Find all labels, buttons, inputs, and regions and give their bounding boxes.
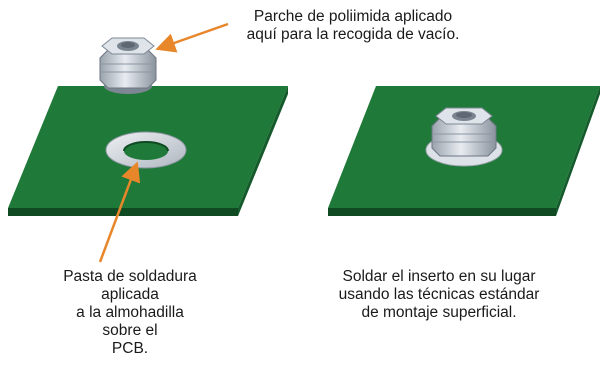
floating-insert <box>99 37 157 94</box>
callout-line: de montaje superficial. <box>361 304 517 321</box>
callout-line: aplicada <box>101 286 159 303</box>
callout-solder-insert: Soldar el inserto en su lugar usando las… <box>308 268 570 322</box>
callout-line: a la almohadilla <box>76 304 184 321</box>
callout-line: usando las técnicas estándar <box>338 286 540 303</box>
callout-line: sobre el <box>102 322 158 339</box>
solder-paste-ring <box>105 131 187 169</box>
callout-line: Pasta de soldadura <box>63 268 197 285</box>
callout-line: Soldar el inserto en su lugar <box>342 268 536 285</box>
callout-line: aquí para la recogida de vacío. <box>246 26 460 43</box>
callout-arrow-top <box>155 22 229 53</box>
callout-solder-paste: Pasta de soldadura aplicada a la almohad… <box>30 268 230 358</box>
soldered-insert <box>425 107 503 167</box>
callout-line: PCB. <box>111 340 149 357</box>
callout-polyimide-patch: Parche de poliimida aplicado aquí para l… <box>228 8 478 44</box>
callout-line: Parche de poliimida aplicado <box>253 8 453 25</box>
callout-arrow-left <box>98 161 141 263</box>
